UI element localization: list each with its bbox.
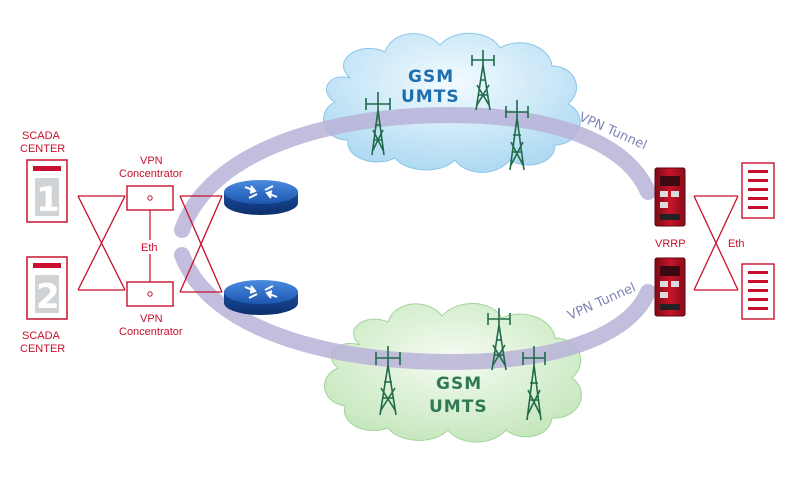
ethernet-switch-left — [77, 195, 126, 291]
cell-tower-icon — [487, 308, 511, 371]
cell-tower-icon — [522, 346, 546, 421]
scada-bottom-label-line2: CENTER — [20, 343, 65, 355]
cloud-icon — [323, 303, 582, 443]
server-rack-icon[interactable] — [741, 263, 775, 320]
vpn-concentrator-bottom-line1: VPN — [140, 313, 163, 325]
cloud-bottom-gsm: GSM — [436, 374, 482, 394]
industrial-router-icon[interactable] — [654, 257, 686, 317]
cloud-top-umts: UMTS — [401, 87, 460, 107]
cell-tower-icon — [365, 92, 391, 156]
cloud-bottom-umts: UMTS — [429, 397, 488, 417]
scada-bottom-number: 2 — [36, 277, 60, 317]
scada-top-label-line1: SCADA — [22, 130, 61, 142]
cell-tower-icon — [471, 50, 495, 111]
server-rack-icon[interactable] — [741, 162, 775, 219]
router-icon[interactable] — [224, 280, 298, 315]
vrrp-label: VRRP — [655, 238, 686, 250]
vpn-concentrator-bottom-line2: Concentrator — [119, 326, 183, 338]
vpn-concentrator-top-line1: VPN — [140, 155, 163, 167]
router-icon[interactable] — [224, 180, 298, 215]
scada-bottom-label-line1: SCADA — [22, 330, 61, 342]
vpn-concentrator-icon[interactable] — [126, 185, 174, 211]
cell-tower-icon — [375, 346, 401, 416]
ethernet-switch-mid — [179, 195, 223, 293]
scada-server-icon[interactable] — [26, 159, 68, 223]
cell-tower-icon — [505, 100, 529, 171]
ethernet-switch-right — [693, 195, 739, 291]
cloud-top-gsm: GSM — [408, 67, 454, 87]
eth-left-label: Eth — [141, 242, 158, 254]
scada-top-number: 1 — [36, 180, 60, 220]
vpn-tunnel-bottom — [174, 247, 656, 371]
scada-server-icon[interactable] — [26, 256, 68, 320]
vpn-concentrator-top-line2: Concentrator — [119, 168, 183, 180]
industrial-router-icon[interactable] — [654, 167, 686, 227]
vpn-tunnel-top — [174, 106, 656, 238]
scada-top-label-line2: CENTER — [20, 143, 65, 155]
vpn-concentrator-icon[interactable] — [126, 281, 174, 307]
cloud-icon — [323, 32, 581, 173]
eth-right-label: Eth — [728, 238, 745, 250]
